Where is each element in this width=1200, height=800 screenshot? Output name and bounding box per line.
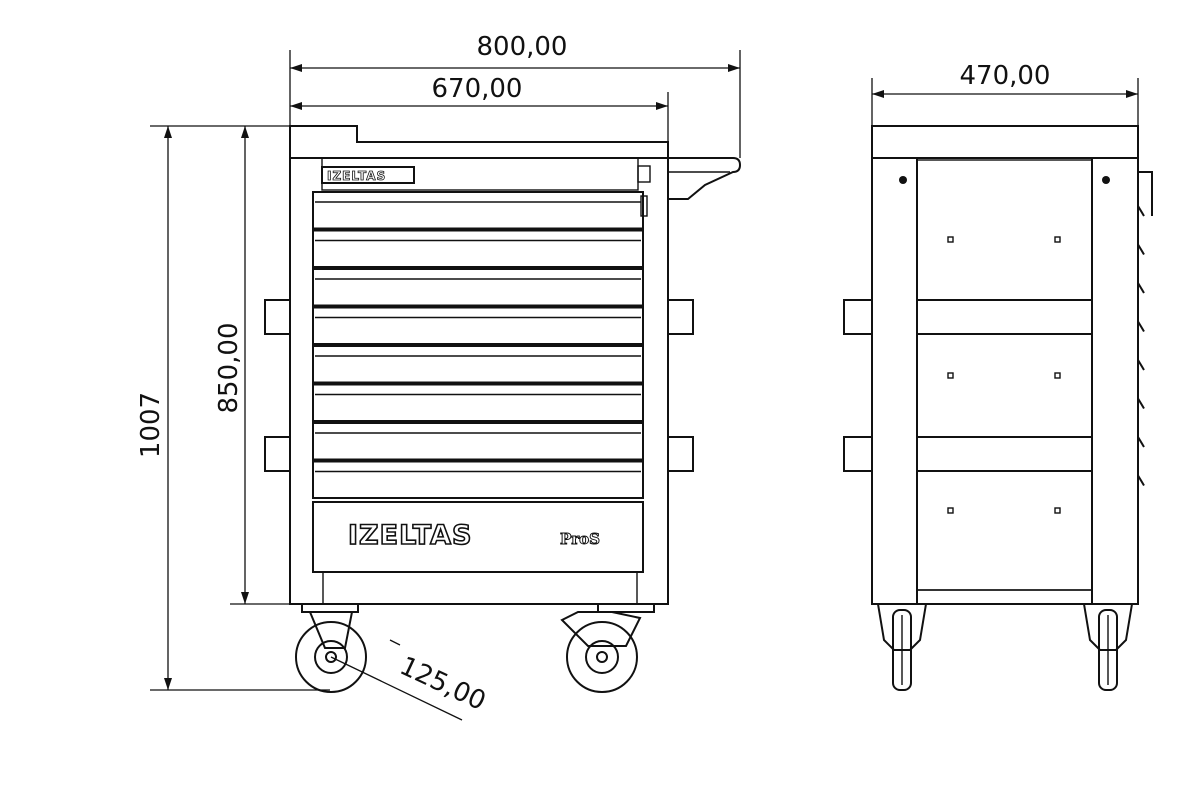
- small-logo-text: IZELTAS: [327, 169, 386, 183]
- side-drawer-handles: [1137, 205, 1145, 487]
- dimension-body-width: 670,00: [290, 74, 669, 142]
- side-handle-tick-8: [1137, 474, 1145, 487]
- dim-800-label: 800,00: [477, 32, 568, 62]
- small-logo-plate: [321, 166, 415, 184]
- dim-1007-label: 1007: [136, 392, 166, 458]
- lock-icon: [637, 165, 651, 183]
- bolt-right-icon: [1102, 176, 1110, 184]
- dimension-depth: 470,00: [871, 61, 1139, 126]
- drawer-7[interactable]: [312, 422, 644, 461]
- front-top-cover: [289, 125, 669, 159]
- bolt-left-icon: [899, 176, 907, 184]
- side-handle-tick-1: [1137, 205, 1145, 217]
- side-top: [871, 125, 1139, 159]
- side-handle-tick-7: [1137, 436, 1145, 448]
- rail-right-lower: [667, 436, 694, 472]
- side-rail-lower: [916, 436, 1093, 472]
- side-rail-stub-lower: [843, 436, 873, 472]
- front-caster-left: [295, 603, 367, 693]
- drawer-stack: [312, 191, 644, 499]
- side-handle-tick-3: [1137, 282, 1145, 294]
- front-base-plinth: [322, 571, 638, 605]
- drawer-2[interactable]: [312, 229, 644, 268]
- side-handle-profile: [1138, 171, 1153, 216]
- side-rail-stub-upper: [843, 299, 873, 335]
- side-rail-upper: [916, 299, 1093, 335]
- mounting-holes: [947, 236, 1061, 514]
- front-view: IZELTAS IZELTAS ProS: [136, 32, 742, 721]
- side-caster-left: [876, 603, 928, 691]
- dimension-wheel-diameter: 125,00: [330, 639, 490, 721]
- big-logo-suffix: ProS: [560, 530, 600, 548]
- side-caster-right: [1082, 603, 1134, 691]
- big-logo-text: IZELTAS: [348, 520, 472, 551]
- drawer-4[interactable]: [312, 306, 644, 345]
- dim-470-label: 470,00: [960, 61, 1051, 91]
- dimension-body-height: 850,00: [214, 126, 290, 605]
- side-handle: [668, 157, 742, 200]
- dim-125-label: 125,00: [395, 651, 490, 717]
- front-caster-right: [560, 603, 655, 693]
- side-handle-tick-4: [1137, 320, 1145, 333]
- drawer-8[interactable]: [312, 460, 644, 499]
- dim-850-label: 850,00: [214, 323, 244, 414]
- rail-right-upper: [667, 299, 694, 335]
- drawer-1[interactable]: [312, 191, 644, 230]
- side-handle-tick-5: [1137, 359, 1145, 371]
- dimension-total-height: 1007: [136, 125, 330, 691]
- drawer-6[interactable]: [312, 383, 644, 422]
- dimension-total-width: 800,00: [289, 32, 741, 158]
- front-cabinet-body: [289, 157, 669, 605]
- side-handle-tick-2: [1137, 243, 1145, 256]
- dim-670-label: 670,00: [432, 74, 523, 104]
- side-handle-tick-6: [1137, 397, 1145, 410]
- drawer-5[interactable]: [312, 345, 644, 384]
- side-panel: [916, 159, 1093, 591]
- side-body: [871, 157, 1139, 605]
- drawer-3[interactable]: [312, 268, 644, 307]
- side-view: 470,00: [843, 61, 1153, 691]
- rail-left-upper: [264, 299, 291, 335]
- rail-left-lower: [264, 436, 291, 472]
